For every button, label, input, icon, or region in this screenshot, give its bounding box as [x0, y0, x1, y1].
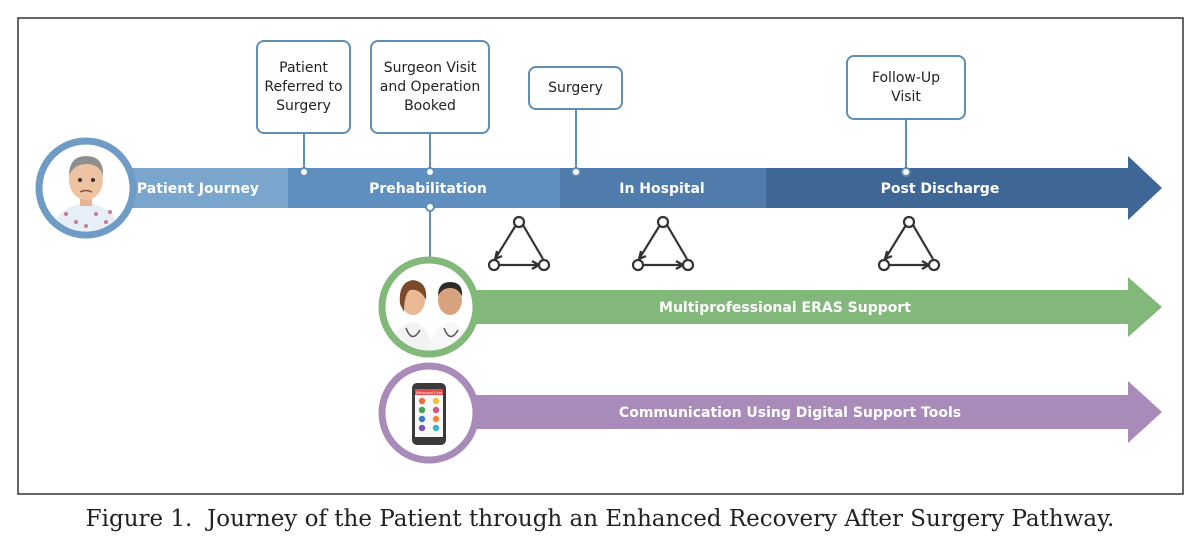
digital-support-label: Communication Using Digital Support Tool… [619, 405, 961, 421]
digital-support-arrow [470, 381, 1162, 443]
callout-connectors [299, 110, 911, 262]
patient-avatar-icon [35, 137, 137, 239]
callout-patient-referred: Patient Referred to Surgery [256, 40, 351, 134]
callout-follow-up-visit: Follow-Up Visit [846, 55, 966, 120]
segment-patient-journey [128, 168, 290, 208]
caption-label: Figure 1. [85, 506, 193, 532]
segment-label-post-discharge: Post Discharge [881, 181, 1000, 197]
callout-surgery: Surgery [528, 66, 623, 110]
segment-prehabilitation [288, 168, 562, 208]
eras-support-arrow [470, 277, 1162, 337]
segment-label-prehabilitation: Prehabilitation [369, 181, 487, 197]
cycle-icon [877, 215, 941, 272]
clinicians-avatar-icon [378, 256, 480, 358]
phone-screen-title: Enhanced Care [416, 391, 443, 395]
callout-surgeon-visit: Surgeon Visit and Operation Booked [370, 40, 490, 134]
segment-post-discharge [766, 156, 1162, 220]
phone-app-avatar-icon: Enhanced Care [378, 362, 480, 464]
segment-label-patient-journey: Patient Journey [137, 181, 259, 197]
caption-text: Journey of the Patient through an Enhanc… [207, 506, 1115, 532]
segment-label-in-hospital: In Hospital [619, 181, 704, 197]
figure-caption: Figure 1. Journey of the Patient through… [0, 506, 1200, 532]
segment-in-hospital [560, 168, 768, 208]
cycle-icon [487, 215, 551, 272]
cycle-icon [631, 215, 695, 272]
eras-support-label: Multiprofessional ERAS Support [659, 300, 911, 316]
